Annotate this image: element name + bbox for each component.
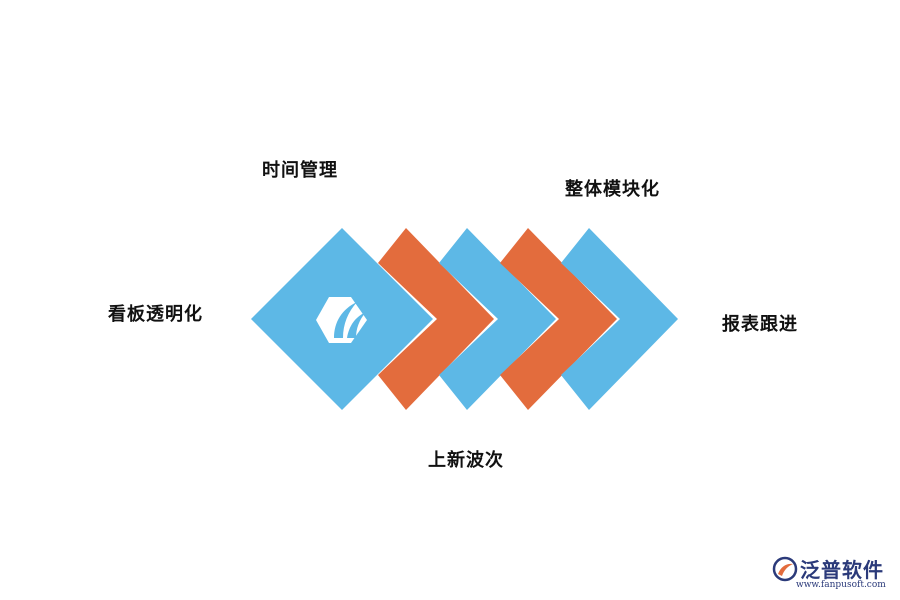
- label-new-batch: 上新波次: [428, 450, 504, 471]
- chevron-3-orange: [500, 228, 617, 410]
- label-overall-modular: 整体模块化: [565, 179, 660, 200]
- brand-name: 泛普软件: [800, 558, 884, 582]
- chevron-1-orange: [378, 228, 494, 410]
- chevron-4-blue: [561, 228, 678, 410]
- app-logo-icon: [316, 297, 367, 343]
- label-time-management: 时间管理: [262, 160, 338, 181]
- label-kanban-transparency: 看板透明化: [108, 304, 203, 325]
- brand-logo-icon: [772, 556, 798, 582]
- chevron-2-blue: [439, 228, 556, 410]
- label-report-followup: 报表跟进: [722, 314, 798, 335]
- brand-url: www.fanpusoft.com: [796, 580, 886, 590]
- brand-watermark: 泛普软件 www.fanpusoft.com: [768, 552, 893, 596]
